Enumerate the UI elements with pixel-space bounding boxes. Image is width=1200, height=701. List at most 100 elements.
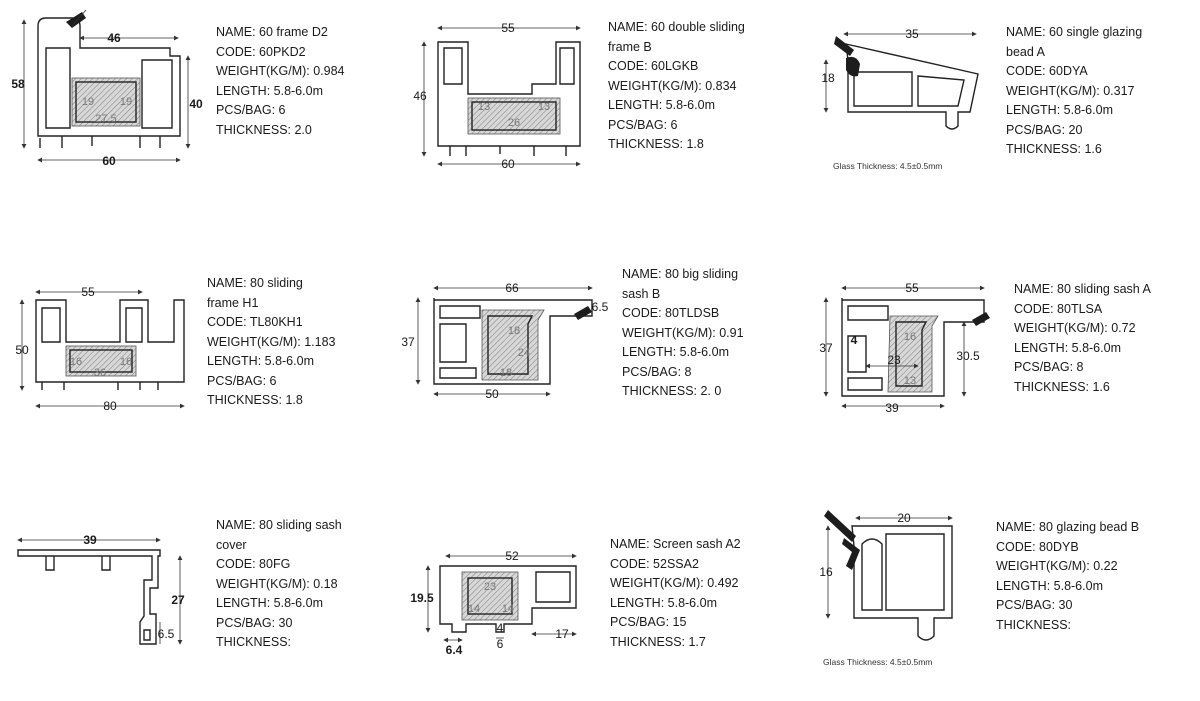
glass-thickness-note: Glass Thickness: 4.5±0.5mm <box>833 161 943 171</box>
spec-weight: WEIGHT(KG/M): 0.317 <box>1006 83 1135 98</box>
spec-pcs: PCS/BAG: 8 <box>1014 360 1084 374</box>
dim-label: 14 <box>468 603 480 615</box>
dim-label: 35 <box>905 27 919 41</box>
spec-thickness: THICKNESS: 1.6 <box>1014 379 1110 394</box>
dim-label: 4 <box>497 621 504 635</box>
dim-label: 13 <box>904 375 916 387</box>
profile-drawing: 52 23 19.5 14 14 4 6.4 6 17 <box>410 549 577 657</box>
spec-name: NAME: 80 glazing bead B <box>996 520 1140 534</box>
dim-label: 19.5 <box>410 591 434 605</box>
dim-label: 16 <box>70 356 82 368</box>
spec-name: NAME: 80 big sliding <box>622 267 739 281</box>
spec-length: LENGTH: 5.8-6.0m <box>216 83 323 98</box>
dim-label: 20 <box>897 511 911 525</box>
dim-label: 19 <box>82 96 94 108</box>
spec-pcs: PCS/BAG: 30 <box>216 615 293 630</box>
dim-label: 40 <box>189 97 203 111</box>
spec-weight: WEIGHT(KG/M): 0.72 <box>1014 321 1136 335</box>
spec-list: NAME: 80 sliding sash cover CODE: 80FG W… <box>216 516 342 653</box>
profile-drawing: 35 18 <box>821 27 979 130</box>
dim-label: 55 <box>81 285 95 299</box>
spec-list: NAME: 80 glazing bead B CODE: 80DYB WEIG… <box>996 518 1139 635</box>
spec-thickness: THICKNESS: 1.7 <box>610 634 706 649</box>
dim-label: 52 <box>505 549 519 563</box>
spec-pcs: PCS/BAG: 6 <box>608 117 678 132</box>
spec-pcs: PCS/BAG: 6 <box>216 103 286 117</box>
spec-name: NAME: 80 sliding sash <box>216 518 342 532</box>
spec-thickness: THICKNESS: <box>216 635 292 649</box>
dim-label: 16 <box>120 356 132 368</box>
spec-list: NAME: Screen sash A2 CODE: 52SSA2 WEIGHT… <box>610 535 741 652</box>
dim-label: 14 <box>502 603 514 615</box>
spec-code: CODE: 80FG <box>216 557 291 571</box>
spec-pcs: PCS/BAG: 30 <box>996 598 1073 612</box>
profile-drawing: 20 16 <box>819 510 953 641</box>
dim-label: 17 <box>555 627 569 641</box>
spec-length: LENGTH: 5.8-6.0m <box>207 354 314 368</box>
spec-list: NAME: 80 sliding frame H1 CODE: TL80KH1 … <box>207 274 336 411</box>
dim-label: 37 <box>819 341 833 355</box>
dim-label: 39 <box>83 533 97 547</box>
spec-list: NAME: 60 single glazing bead A CODE: 60D… <box>1006 23 1142 160</box>
spec-pcs: PCS/BAG: 15 <box>610 615 687 629</box>
dim-label: 18 <box>508 325 520 337</box>
spec-code: CODE: 80TLSA <box>1014 301 1103 316</box>
dim-label: 46 <box>107 31 121 45</box>
profile-drawing: 55 50 16 16 36 80 <box>15 285 185 413</box>
spec-name-cont: bead A <box>1006 44 1045 59</box>
spec-code: CODE: 52SSA2 <box>610 556 699 571</box>
dim-label: 6.4 <box>446 643 463 657</box>
spec-name-cont: frame H1 <box>207 295 259 310</box>
dim-label: 55 <box>905 281 919 295</box>
spec-list: NAME: 60 frame D2 CODE: 60PKD2 WEIGHT(KG… <box>216 23 345 140</box>
dim-label: 4 <box>851 333 858 347</box>
spec-name-cont: sash B <box>622 286 661 301</box>
dim-label: 60 <box>102 154 116 168</box>
dim-label: 16 <box>819 565 833 579</box>
profile-drawing: 39 27 6.5 <box>17 533 185 645</box>
spec-code: CODE: 60DYA <box>1006 64 1088 78</box>
spec-code: CODE: 60PKD2 <box>216 44 306 59</box>
dim-label: 13 <box>478 101 490 113</box>
profile-drawing: 55 46 13 13 26 60 <box>413 21 581 171</box>
spec-length: LENGTH: 5.8-6.0m <box>1006 103 1113 117</box>
spec-thickness: THICKNESS: 1.6 <box>1006 142 1102 156</box>
dim-label: 55 <box>501 21 515 35</box>
dim-label: 66 <box>505 281 519 295</box>
spec-weight: WEIGHT(KG/M): 0.22 <box>996 559 1118 573</box>
dim-label: 36 <box>94 367 106 379</box>
spec-code: CODE: 80TLDSB <box>622 306 720 320</box>
spec-code: CODE: TL80KH1 <box>207 315 303 329</box>
spec-weight: WEIGHT(KG/M): 1.183 <box>207 334 336 349</box>
glass-thickness-note: Glass Thickness: 4.5±0.5mm <box>823 657 933 667</box>
spec-weight: WEIGHT(KG/M): 0.834 <box>608 78 737 93</box>
dim-label: 37 <box>401 335 415 349</box>
dim-label: 16 <box>904 331 916 343</box>
dim-label: 6.5 <box>158 627 175 641</box>
dim-label: 50 <box>15 343 29 357</box>
spec-name-cont: frame B <box>608 39 652 54</box>
dim-label: 13 <box>538 101 550 113</box>
spec-code: CODE: 80DYB <box>996 539 1079 554</box>
spec-length: LENGTH: 5.8-6.0m <box>996 578 1103 593</box>
spec-thickness: THICKNESS: <box>996 617 1072 632</box>
spec-name: NAME: 80 sliding sash A <box>1014 282 1151 296</box>
spec-list: NAME: 80 big sliding sash B CODE: 80TLDS… <box>622 265 744 402</box>
dim-label: 46 <box>413 89 427 103</box>
dim-label: 24 <box>518 347 530 359</box>
profile-drawing: 46 58 40 19 19 27.5 60 <box>11 9 203 168</box>
spec-thickness: THICKNESS: 2. 0 <box>622 384 722 398</box>
spec-pcs: PCS/BAG: 8 <box>622 364 692 379</box>
dim-label: 30.5 <box>956 349 980 363</box>
spec-pcs: PCS/BAG: 6 <box>207 373 277 388</box>
spec-name: NAME: 60 frame D2 <box>216 25 328 39</box>
spec-length: LENGTH: 5.8-6.0m <box>610 595 717 610</box>
spec-code: CODE: 60LGKB <box>608 59 699 73</box>
spec-name: NAME: 60 single glazing <box>1006 25 1143 39</box>
spec-list: NAME: 60 double sliding frame B CODE: 60… <box>608 18 745 155</box>
dim-label: 80 <box>103 399 117 413</box>
spec-length: LENGTH: 5.8-6.0m <box>1014 340 1121 355</box>
spec-thickness: THICKNESS: 1.8 <box>207 393 303 407</box>
spec-name: NAME: Screen sash A2 <box>610 537 741 551</box>
dim-label: 23 <box>484 581 496 593</box>
